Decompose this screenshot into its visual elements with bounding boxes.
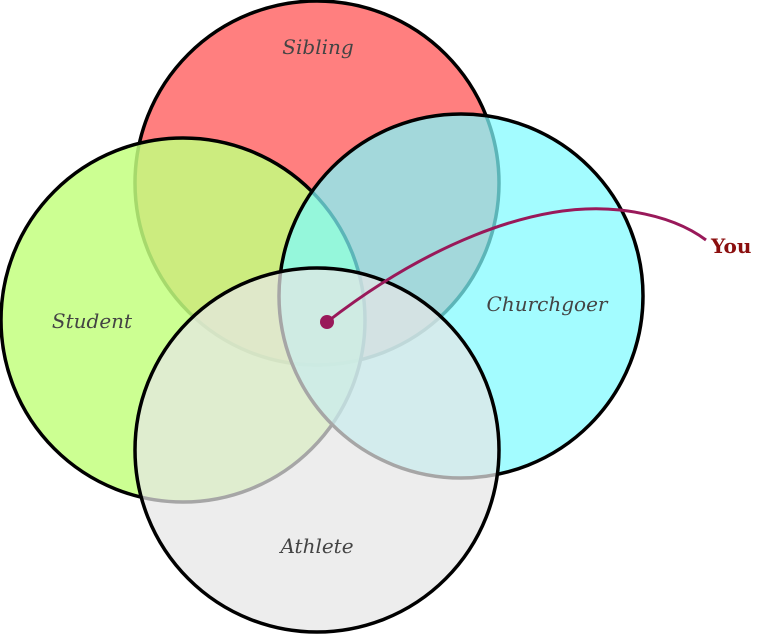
athlete-label: Athlete	[278, 534, 353, 558]
you-pointer-curve	[326, 207, 707, 324]
you-marker-dot	[320, 315, 334, 329]
you-label: You	[710, 234, 751, 258]
churchgoer-label: Churchgoer	[487, 292, 609, 316]
student-label: Student	[52, 309, 133, 333]
sibling-label: Sibling	[282, 35, 353, 59]
athlete-circle	[133, 266, 501, 634]
